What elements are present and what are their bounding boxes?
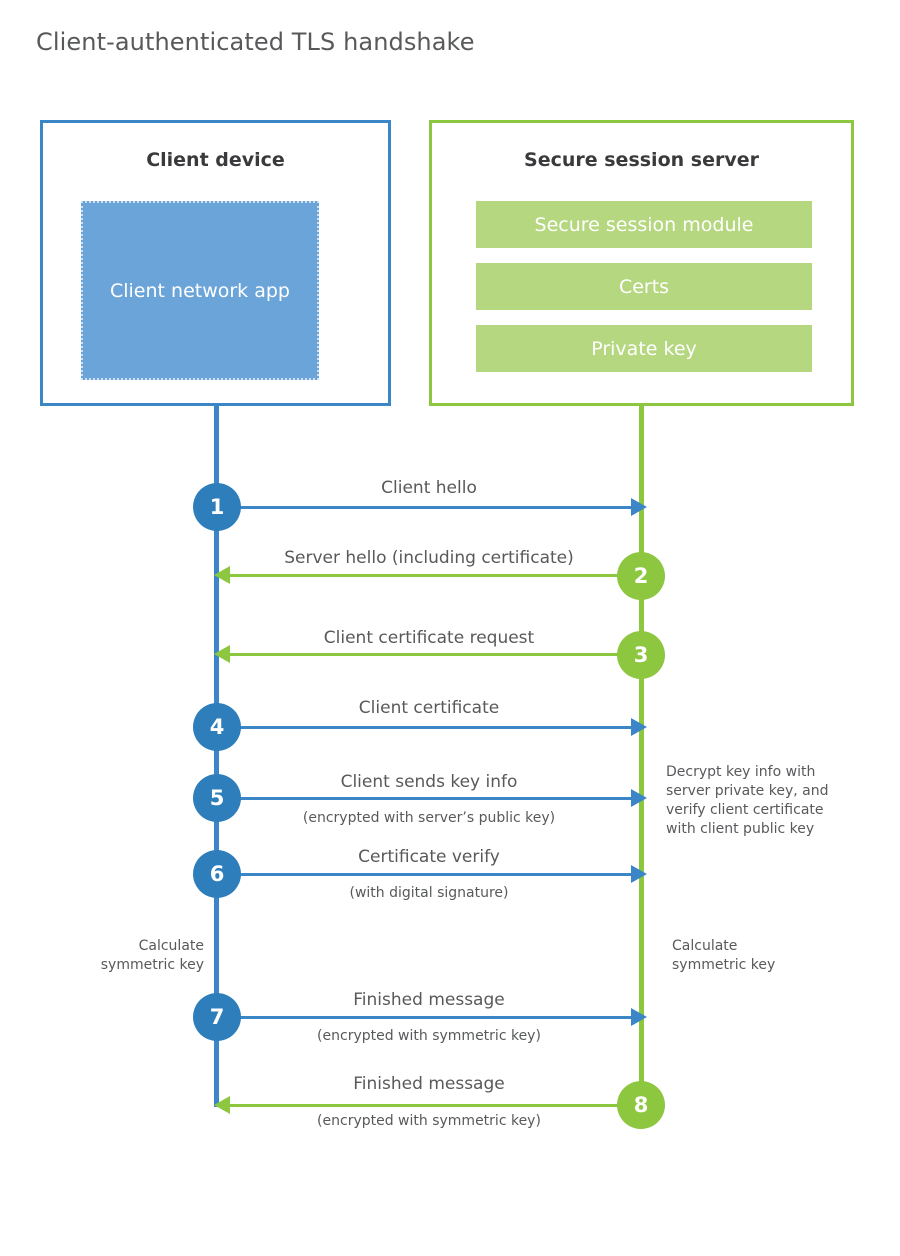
arrowhead-left-icon [214,1096,230,1114]
client-lifeline [214,406,219,1107]
arrowhead-left-icon [214,645,230,663]
message-label-6: Certificate verify [358,847,500,867]
client-network-app-box: Client network app [81,201,319,380]
message-sublabel-6: (with digital signature) [349,885,509,901]
message-label-7: Finished message [353,990,505,1010]
message-label-2: Server hello (including certificate) [284,548,574,568]
step-number-7: 7 [193,993,241,1041]
arrowhead-right-icon [631,718,647,736]
arrowhead-left-icon [214,566,230,584]
message-sublabel-8: (encrypted with symmetric key) [317,1113,541,1129]
message-arrow-6 [216,873,636,876]
page-title: Client-authenticated TLS handshake [36,28,475,56]
step-number-3: 3 [617,631,665,679]
server-component-secure-session-module: Secure session module [476,201,812,248]
message-arrow-1 [216,506,636,509]
message-arrow-8 [221,1104,641,1107]
message-arrow-5 [216,797,636,800]
message-arrow-7 [216,1016,636,1019]
message-label-4: Client certificate [358,698,500,718]
message-label-3: Client certificate request [323,628,535,648]
client-calculate-symmetric-key-note: Calculate symmetric key [60,937,204,975]
message-label-1: Client hello [381,478,477,498]
message-sublabel-7: (encrypted with symmetric key) [317,1028,541,1044]
arrowhead-right-icon [631,1008,647,1026]
message-arrow-3 [221,653,641,656]
client-calculate-line-2: symmetric key [100,957,204,973]
server-decrypt-verify-note: Decrypt key info with server private key… [666,763,856,839]
step-number-8: 8 [617,1081,665,1129]
client-device-title: Client device [146,149,285,171]
secure-session-server-title: Secure session server [524,149,759,171]
client-device-box: Client device Client network app [40,120,391,406]
server-calculate-symmetric-key-note: Calculate symmetric key [672,937,852,975]
message-label-5: Client sends key info [340,772,518,792]
message-label-8: Finished message [353,1074,505,1094]
server-calculate-line-2: symmetric key [672,957,776,973]
server-component-private-key: Private key [476,325,812,372]
server-decrypt-line-4: with client public key [666,821,815,837]
server-lifeline [639,406,644,1106]
server-decrypt-line-2: server private key, and [666,783,829,799]
arrowhead-right-icon [631,865,647,883]
server-calculate-line-1: Calculate [672,938,738,954]
arrowhead-right-icon [631,789,647,807]
server-decrypt-line-1: Decrypt key info with [666,764,816,780]
secure-session-server-box: Secure session server Secure session mod… [429,120,854,406]
step-number-6: 6 [193,850,241,898]
step-number-5: 5 [193,774,241,822]
server-decrypt-line-3: verify client certificate [666,802,824,818]
message-sublabel-5: (encrypted with server’s public key) [302,810,556,826]
message-arrow-4 [216,726,636,729]
step-number-2: 2 [617,552,665,600]
arrowhead-right-icon [631,498,647,516]
client-calculate-line-1: Calculate [138,938,204,954]
step-number-4: 4 [193,703,241,751]
message-arrow-2 [221,574,641,577]
server-component-certs: Certs [476,263,812,310]
step-number-1: 1 [193,483,241,531]
